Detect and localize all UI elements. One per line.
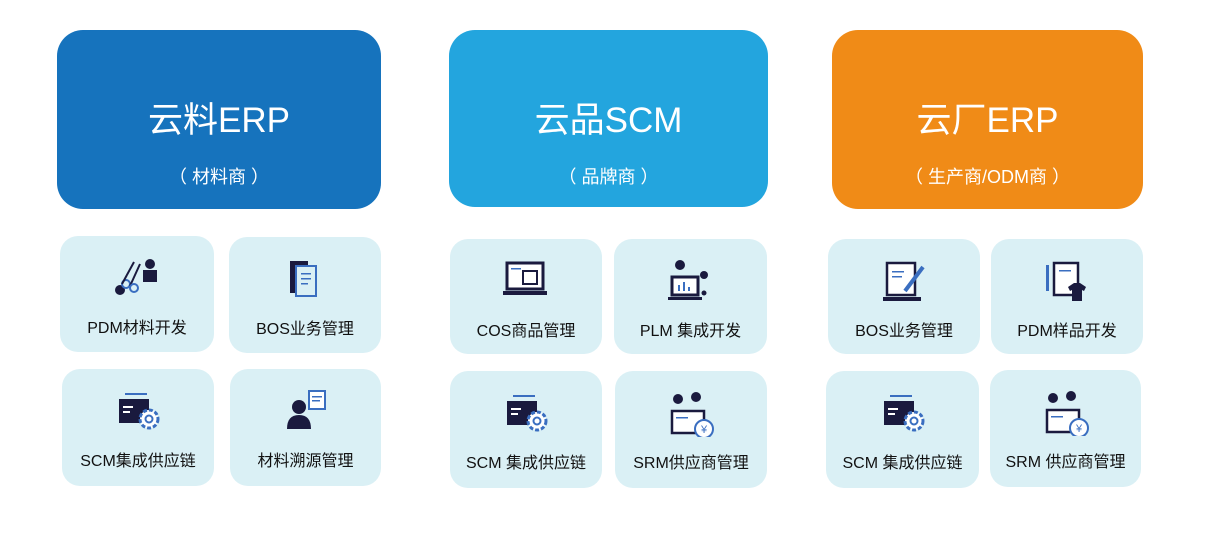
- module-label: 材料溯源管理: [257, 453, 354, 470]
- people-yen-icon: ¥: [1045, 391, 1089, 436]
- module-card[interactable]: BOS业务管理: [229, 237, 381, 353]
- product-title: 云厂ERP: [916, 101, 1059, 140]
- svg-text:¥: ¥: [700, 424, 708, 436]
- module-label: PLM 集成开发: [639, 323, 742, 340]
- folder-gear-icon: [119, 393, 160, 430]
- product-subtitle: （ 材料商 ）: [168, 167, 269, 187]
- module-label: SCM 集成供应链: [465, 455, 586, 472]
- module-card[interactable]: SCM集成供应链: [62, 369, 214, 486]
- material-rolls-person-icon: [115, 259, 157, 295]
- product-subtitle: （ 生产商/ODM商 ）: [905, 167, 1070, 187]
- laptop-people-icon: [667, 260, 708, 300]
- module-card[interactable]: COS商品管理: [450, 239, 602, 354]
- people-yen-icon: ¥: [670, 392, 714, 437]
- clipboard-icon: [290, 261, 317, 297]
- folder-gear-icon: [507, 395, 548, 432]
- module-card[interactable]: BOS业务管理: [828, 239, 980, 354]
- module-card[interactable]: SCM 集成供应链: [450, 371, 602, 488]
- module-card[interactable]: PDM材料开发: [60, 236, 214, 352]
- module-label: SCM集成供应链: [80, 453, 196, 470]
- product-header-0[interactable]: 云料ERP （ 材料商 ）: [57, 30, 381, 209]
- folder-gear-icon: [883, 395, 924, 432]
- person-chat-icon: [286, 390, 326, 429]
- product-header-1[interactable]: 云品SCM （ 品牌商 ）: [449, 30, 768, 207]
- module-label: BOS业务管理: [855, 323, 953, 340]
- module-card[interactable]: ¥ SRM 供应商管理: [990, 370, 1141, 487]
- module-label: SCM 集成供应链: [842, 455, 963, 472]
- module-card[interactable]: PDM样品开发: [991, 239, 1143, 354]
- clipboard-shirt-icon: [1046, 261, 1086, 301]
- module-label: PDM样品开发: [1017, 323, 1117, 340]
- module-card[interactable]: SCM 集成供应链: [826, 371, 979, 488]
- document-pen-icon: [883, 261, 925, 301]
- product-title: 云料ERP: [148, 101, 290, 140]
- module-card[interactable]: 材料溯源管理: [230, 369, 381, 486]
- module-label: SRM 供应商管理: [1005, 454, 1126, 471]
- module-label: COS商品管理: [476, 323, 576, 340]
- module-card[interactable]: PLM 集成开发: [614, 239, 767, 354]
- module-label: BOS业务管理: [256, 321, 354, 338]
- module-label: PDM材料开发: [87, 320, 187, 337]
- svg-text:¥: ¥: [1074, 423, 1082, 435]
- product-header-2[interactable]: 云厂ERP （ 生产商/ODM商 ）: [832, 30, 1143, 209]
- laptop-calendar-icon: [503, 261, 547, 295]
- product-title: 云品SCM: [534, 101, 683, 140]
- product-subtitle: （ 品牌商 ）: [558, 167, 659, 187]
- module-card[interactable]: ¥ SRM供应商管理: [615, 371, 767, 488]
- module-label: SRM供应商管理: [633, 455, 749, 472]
